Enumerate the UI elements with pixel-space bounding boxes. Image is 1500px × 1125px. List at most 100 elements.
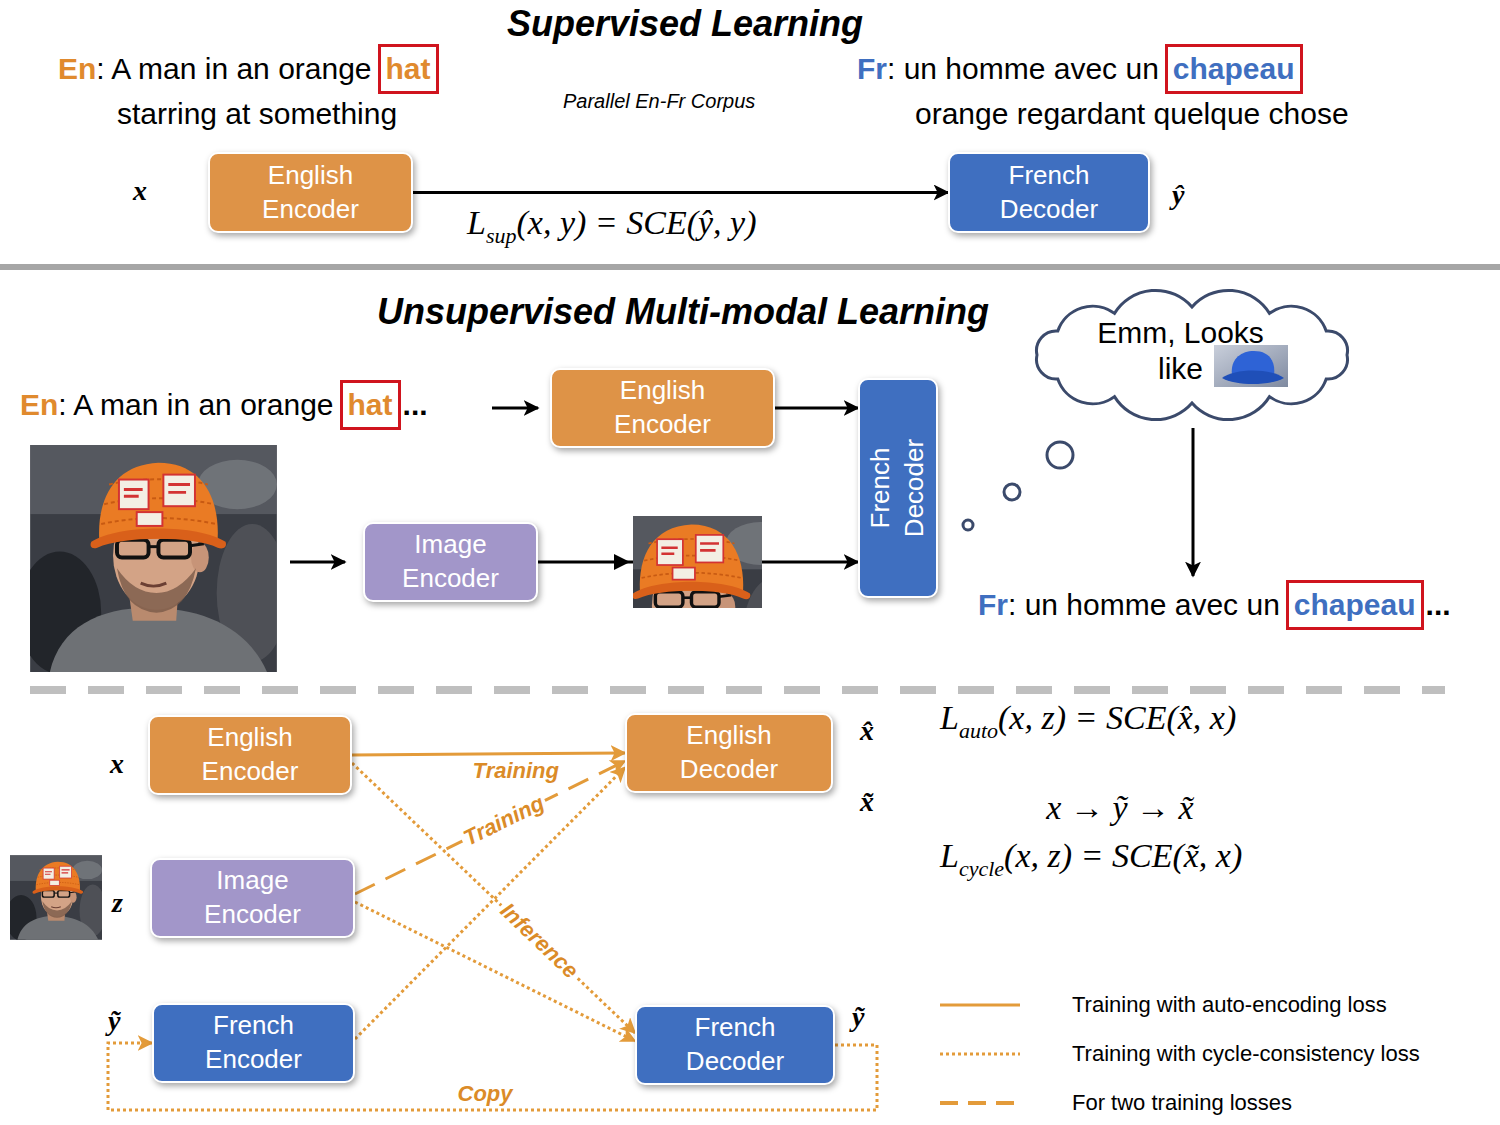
legend-line <box>940 1004 1020 1007</box>
text-row: Lcycle(x, z) = SCE(x̃, x) <box>940 836 1242 882</box>
loss-subscript: sup <box>486 223 517 249</box>
text-row: En: A man in an orangehat... <box>20 380 428 430</box>
legend-sample <box>940 1048 1020 1060</box>
encoder-box: French Encoder <box>152 1003 355 1083</box>
text-row: ỹ <box>108 1002 120 1038</box>
hat-picture-ground <box>1214 345 1288 387</box>
legend-text: Training with auto-encoding loss <box>1072 992 1387 1018</box>
variable-symbol: x̃ <box>860 785 874 819</box>
flow-arrow <box>355 902 635 1041</box>
sentence-text: : un homme avec un <box>887 51 1159 87</box>
text-row: Fr: un homme avec unchapeau... <box>978 580 1451 630</box>
text-row: ỹ <box>852 998 864 1034</box>
encoder-box: English Encoder <box>208 152 413 233</box>
thought-bubbles <box>963 442 1073 530</box>
language-tag: Fr <box>978 587 1008 623</box>
variable-symbol: x <box>133 174 147 208</box>
sentence-text: : A man in an orange <box>96 51 371 87</box>
node-label: French Encoder <box>174 1009 334 1077</box>
node-label: French Decoder <box>864 403 932 573</box>
text-row: x̃ <box>860 783 874 819</box>
node-label: French Decoder <box>969 159 1129 227</box>
decoder-box: English Decoder <box>625 713 833 793</box>
variable-symbol: z <box>112 886 123 920</box>
loss-formula: (x, y) = SCE(ŷ, y) <box>516 203 756 244</box>
legend-row: Training with auto-encoding loss <box>940 990 1420 1020</box>
node-label: English Encoder <box>170 721 330 789</box>
thought-bubble <box>1047 442 1073 468</box>
encoder-box: English Encoder <box>550 368 775 448</box>
text-row: starring at something <box>117 96 397 132</box>
text-row: En: A man in an orangehat <box>58 44 439 94</box>
text-row: Fr: un homme avec unchapeau <box>857 44 1303 94</box>
variable-symbol: ỹ <box>852 1000 864 1034</box>
cloud-shape <box>1037 290 1348 419</box>
node-label: Emm, Looks like <box>1088 315 1273 387</box>
edge-label: Inference <box>492 896 585 987</box>
encoder-box: English Encoder <box>148 715 352 795</box>
node-label: English Encoder <box>231 159 391 227</box>
cropped-hat-photo <box>569 509 804 709</box>
input-arrow <box>290 561 345 564</box>
encoder-box: Image Encoder <box>150 858 355 938</box>
loss-subscript: auto <box>959 718 998 744</box>
flow-arrow <box>413 191 948 194</box>
node-label: English Decoder <box>649 719 809 787</box>
encoder-box: Image Encoder <box>363 522 538 602</box>
loss-formula: x → ỹ → x̃ <box>1046 788 1193 829</box>
thought-bubble <box>963 520 973 530</box>
highlighted-word: hat <box>340 380 401 430</box>
variable-symbol: ŷ <box>1172 178 1184 212</box>
text-row: Supervised Learning <box>507 2 863 45</box>
sentence-text: : A man in an orange <box>58 387 333 423</box>
corpus-note: Parallel En-Fr Corpus <box>563 89 755 113</box>
flow-arrow <box>775 407 858 410</box>
text-row: Lauto(x, z) = SCE(x̂, x) <box>940 698 1236 744</box>
text-row: x → ỹ → x̃ <box>1046 788 1193 829</box>
sentence-text: orange regardant quelque chose <box>915 96 1349 132</box>
dashed-separator <box>30 686 1445 694</box>
edge-label: Training <box>470 758 562 784</box>
loss-subscript: cycle <box>959 856 1004 882</box>
legend-line <box>940 1101 1020 1105</box>
language-tag: En <box>20 387 58 423</box>
photo-man-orange-hat <box>18 445 287 674</box>
thought-bubble <box>1004 484 1020 500</box>
text-row: x <box>110 745 124 781</box>
edge-label: Copy <box>455 1081 516 1107</box>
text-row: Parallel En-Fr Corpus <box>563 80 755 116</box>
loss-symbol: L <box>467 203 486 244</box>
highlighted-word: chapeau <box>1165 44 1303 94</box>
node-label: English Encoder <box>583 374 743 442</box>
node-label: French Decoder <box>655 1011 815 1079</box>
text-row: Lsup(x, y) = SCE(ŷ, y) <box>467 203 757 249</box>
hat-brim <box>1222 371 1284 385</box>
section-title: Unsupervised Multi-modal Learning <box>377 290 989 333</box>
language-tag: En <box>58 51 96 87</box>
decoder-box: French Decoder <box>948 152 1150 233</box>
text-row: ŷ <box>1172 176 1184 212</box>
decoder-box: French Decoder <box>635 1005 835 1085</box>
text-row: z <box>112 884 123 920</box>
node-label: Image Encoder <box>371 528 530 596</box>
arrow-head <box>614 554 630 570</box>
text-row: x̂ <box>860 712 874 748</box>
flow-arrow <box>355 767 625 1039</box>
legend-text: Training with cycle-consistency loss <box>1072 1041 1420 1067</box>
legend-text: For two training losses <box>1072 1090 1292 1116</box>
legend-row: Training with cycle-consistency loss <box>940 1039 1420 1069</box>
output-arrow <box>1192 428 1195 576</box>
ellipsis-text: ... <box>1426 587 1451 623</box>
text-row: orange regardant quelque chose <box>915 96 1349 132</box>
thought-cloud: Emm, Looks like <box>1020 285 1365 425</box>
language-tag: Fr <box>857 51 887 87</box>
flow-arrow <box>352 753 625 755</box>
input-arrow <box>492 407 538 410</box>
node-label: Image Encoder <box>173 864 333 932</box>
cropped-photo-content <box>569 509 804 709</box>
loss-symbol: L <box>940 698 959 739</box>
legend-sample <box>940 999 1020 1011</box>
decoder-box: French Decoder <box>858 378 938 598</box>
section-title: Supervised Learning <box>507 2 863 45</box>
